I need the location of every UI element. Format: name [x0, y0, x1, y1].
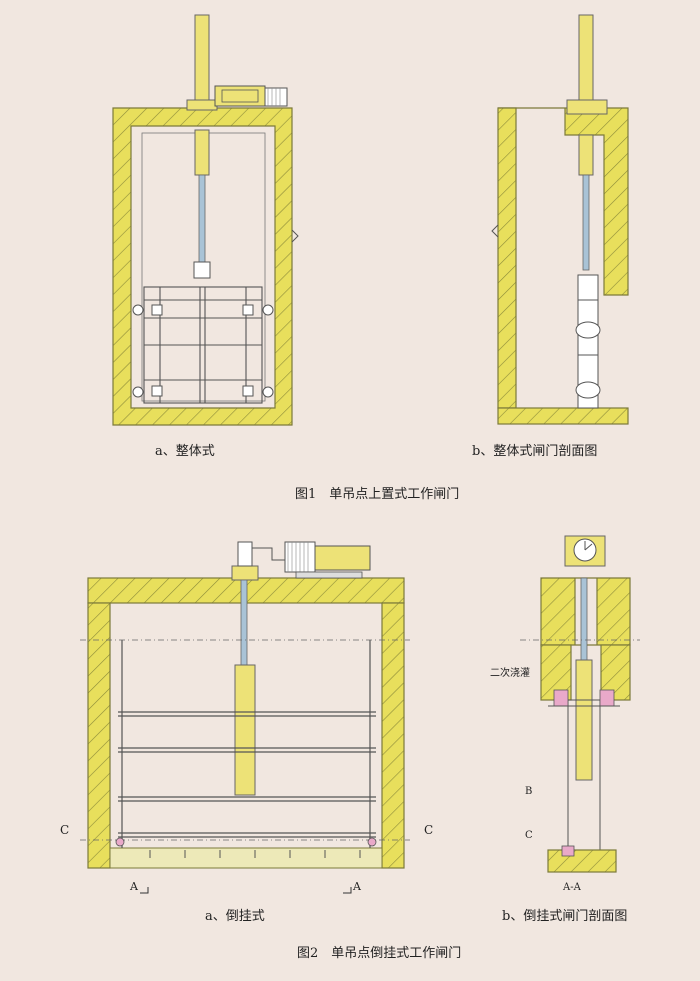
fig2b-gauge [564, 535, 606, 567]
fig1a-hoist-cylinder [194, 14, 210, 111]
fig2a-right-wall [381, 602, 405, 869]
fig1a-label: a、整体式 [155, 444, 215, 459]
fig1b-concrete-wall [498, 107, 629, 296]
fig2b-label-c: C [525, 830, 533, 841]
fig1b-label: b、整体式闸门剖面图 [472, 444, 597, 459]
fig2b-label-secondary-pour: 二次浇灌 [490, 666, 530, 679]
fig1a-motor [214, 85, 288, 107]
fig2a-hoist-cylinder [234, 664, 256, 796]
fig2b-hoist-cylinder [575, 659, 593, 781]
fig2a-rod [240, 579, 248, 666]
fig1a-concrete-wall [112, 107, 293, 426]
fig2a-section-a-left: A [129, 880, 139, 893]
fig2a-motor [252, 541, 371, 579]
fig1b-gate-leaf [575, 274, 601, 409]
fig2b-rod [580, 577, 588, 669]
fig2a-section-a-right: A [352, 880, 362, 893]
fig2a-left-wall [87, 602, 111, 869]
fig2a-gate-beams [118, 640, 376, 848]
fig2a-label: a、倒挂式 [205, 909, 265, 924]
fig2b-diagram: 二次浇灌 B C A-A [490, 535, 640, 893]
fig2b-label-aa: A-A [562, 882, 582, 893]
fig2-caption: 图2 单吊点倒挂式工作闸门 [297, 946, 461, 961]
fig2b-label: b、倒挂式闸门剖面图 [502, 909, 627, 924]
fig1b-rod [582, 174, 590, 271]
fig1a-rod [198, 174, 206, 266]
fig1-caption: 图1 单吊点上置式工作闸门 [295, 487, 459, 502]
fig1b-diagram [491, 14, 629, 425]
fig2a-section-c-left: C [60, 823, 69, 837]
fig2b-label-b: B [525, 786, 532, 797]
fig2a-section-c-right: C [424, 823, 433, 837]
fig2a-diagram: C C A A [60, 541, 433, 894]
fig2a-bottom-sill [109, 847, 383, 869]
fig2b-base [547, 849, 617, 873]
fig1b-hoist-cylinder [578, 14, 594, 111]
fig1a-diagram [112, 14, 299, 426]
